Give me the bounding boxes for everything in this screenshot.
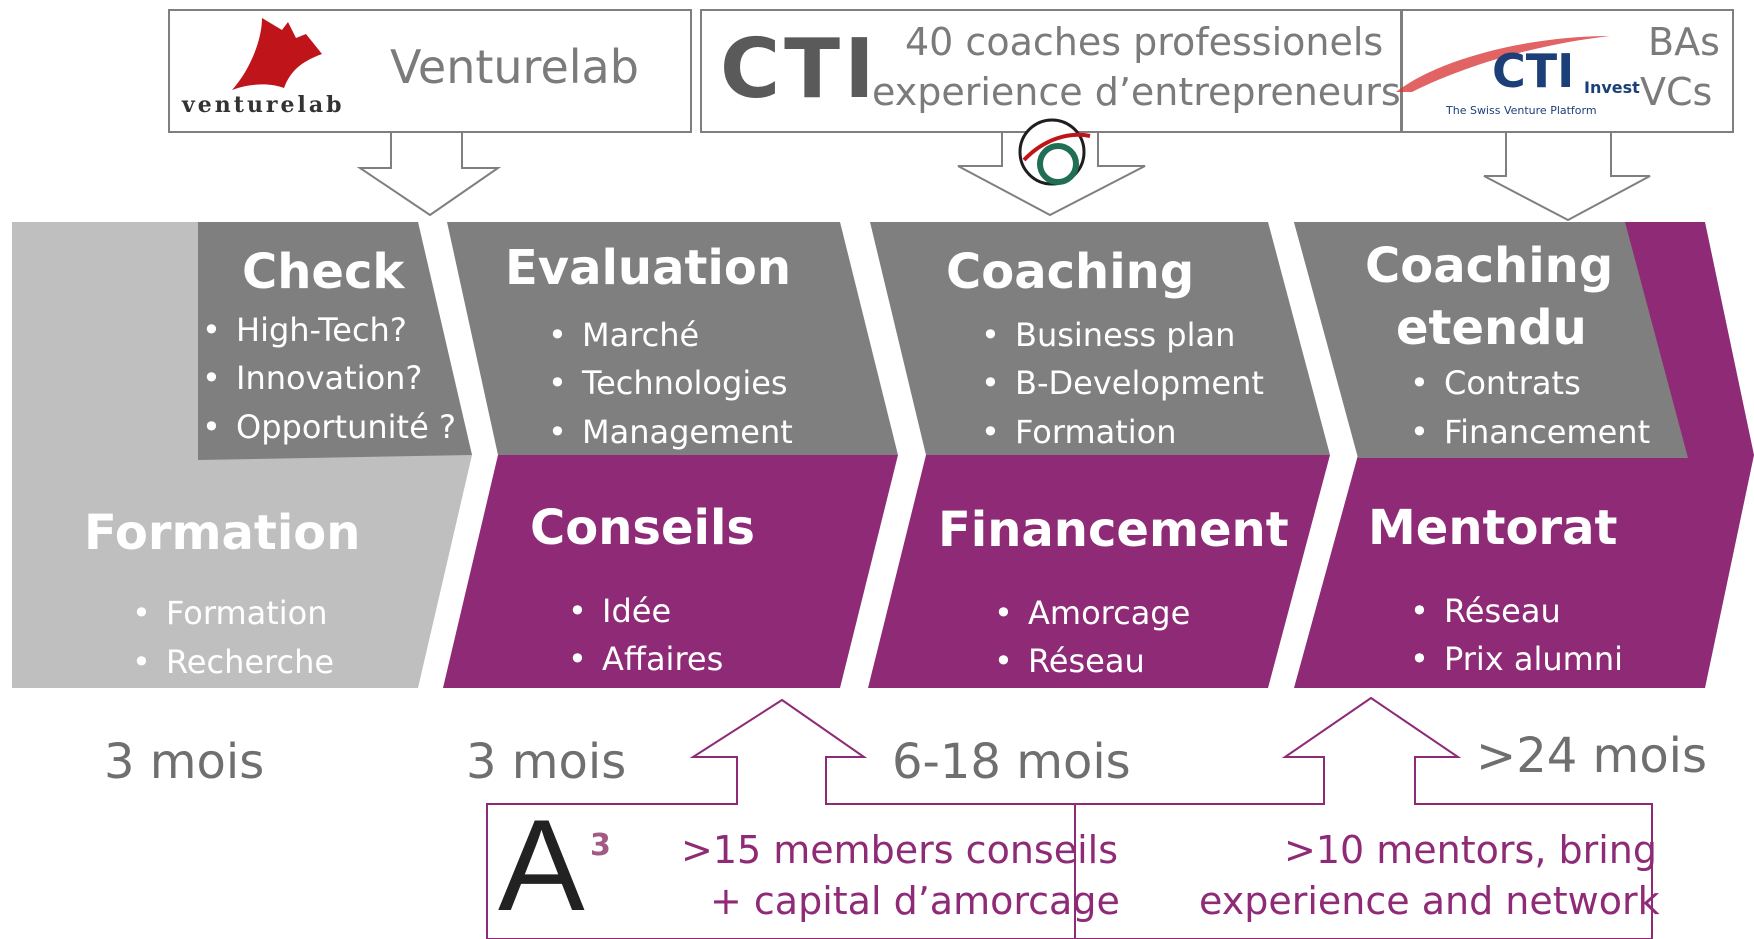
venturelab-logo-text: venturelab bbox=[182, 92, 345, 118]
mentors-line-2: experience and network bbox=[1199, 879, 1660, 923]
cti-experience-line: experience d’entrepreneurs bbox=[872, 70, 1401, 114]
phase-3-bottom-item: Amorcage bbox=[994, 594, 1190, 632]
phase-4-bottom-title: Mentorat bbox=[1368, 500, 1618, 556]
phase-1-duration: 3 mois bbox=[104, 734, 265, 790]
cti-logo-text: CTI bbox=[720, 22, 879, 117]
phase-3-duration: 6-18 mois bbox=[892, 734, 1131, 790]
phase-2-top-item: Marché bbox=[548, 316, 699, 354]
cti-invest-arrow bbox=[1483, 131, 1651, 222]
phase-3-top-title: Coaching bbox=[946, 244, 1195, 300]
phase-4-duration: >24 mois bbox=[1476, 728, 1708, 784]
phase-3-top-item: B-Development bbox=[981, 364, 1264, 402]
phase-2-top-title: Evaluation bbox=[505, 240, 792, 296]
phase-1-top-title: Check bbox=[242, 244, 405, 300]
conseils-panel bbox=[443, 455, 898, 688]
phase-4-bottom-item: Réseau bbox=[1410, 592, 1561, 630]
phase-1-bottom-title: Formation bbox=[84, 505, 361, 561]
phase-4-top-item: Financement bbox=[1410, 413, 1650, 451]
phase-2-duration: 3 mois bbox=[466, 734, 627, 790]
phase-3-top-item: Business plan bbox=[981, 316, 1235, 354]
venturelab-label: Venturelab bbox=[390, 40, 639, 94]
cti-certified-badge-icon bbox=[1018, 118, 1091, 186]
mentors-line-1: >10 mentors, bring bbox=[1284, 828, 1657, 872]
cti-coaches-line: 40 coaches professionels bbox=[905, 20, 1384, 64]
financement-panel bbox=[868, 455, 1330, 688]
phase-1-bottom-item: Recherche bbox=[132, 643, 334, 681]
cti-invest-logo-sub: Invest bbox=[1584, 78, 1640, 97]
phase-3-top-item: Formation bbox=[981, 413, 1177, 451]
cti-invest-swoosh-icon bbox=[1396, 36, 1610, 92]
phase-2-bottom-item: Idée bbox=[568, 592, 671, 630]
phase-2-top-item: Technologies bbox=[548, 364, 788, 402]
phase-4-bottom-item: Prix alumni bbox=[1410, 640, 1623, 678]
cti-invest-bas: BAs bbox=[1648, 20, 1720, 64]
phase-4-top-title-line2: etendu bbox=[1396, 300, 1587, 356]
venturelab-arrow bbox=[356, 131, 502, 217]
cti-invest-vcs: VCs bbox=[1640, 70, 1713, 114]
phase-3-bottom-item: Réseau bbox=[994, 642, 1145, 680]
a3-members-line: >15 members conseils bbox=[681, 828, 1118, 872]
phase-2-bottom-item: Affaires bbox=[568, 640, 723, 678]
a3-logo-superscript: 3 bbox=[590, 828, 611, 863]
phase-2-top-item: Management bbox=[548, 413, 793, 451]
phase-2-bottom-title: Conseils bbox=[530, 500, 755, 556]
phase-4-top-title-line1: Coaching bbox=[1365, 238, 1614, 294]
a3-capital-line: + capital d’amorcage bbox=[710, 879, 1120, 923]
coaching-etendu-panel bbox=[1294, 222, 1688, 458]
venturelab-logo-mark bbox=[232, 18, 322, 90]
phase-1-top-item: Opportunité ? bbox=[202, 408, 456, 446]
phase-3-bottom-title: Financement bbox=[938, 502, 1289, 558]
a3-logo-letter: A bbox=[498, 792, 585, 938]
mentors-callout bbox=[1074, 696, 1653, 939]
phase-4-top-item: Contrats bbox=[1410, 364, 1581, 402]
cti-invest-logo-text: CTI bbox=[1492, 44, 1575, 98]
phase-1-bottom-item: Formation bbox=[132, 594, 328, 632]
phase-1-top-item: High-Tech? bbox=[202, 311, 407, 349]
cti-invest-tagline: The Swiss Venture Platform bbox=[1446, 104, 1597, 117]
phase-1-top-item: Innovation? bbox=[202, 359, 422, 397]
